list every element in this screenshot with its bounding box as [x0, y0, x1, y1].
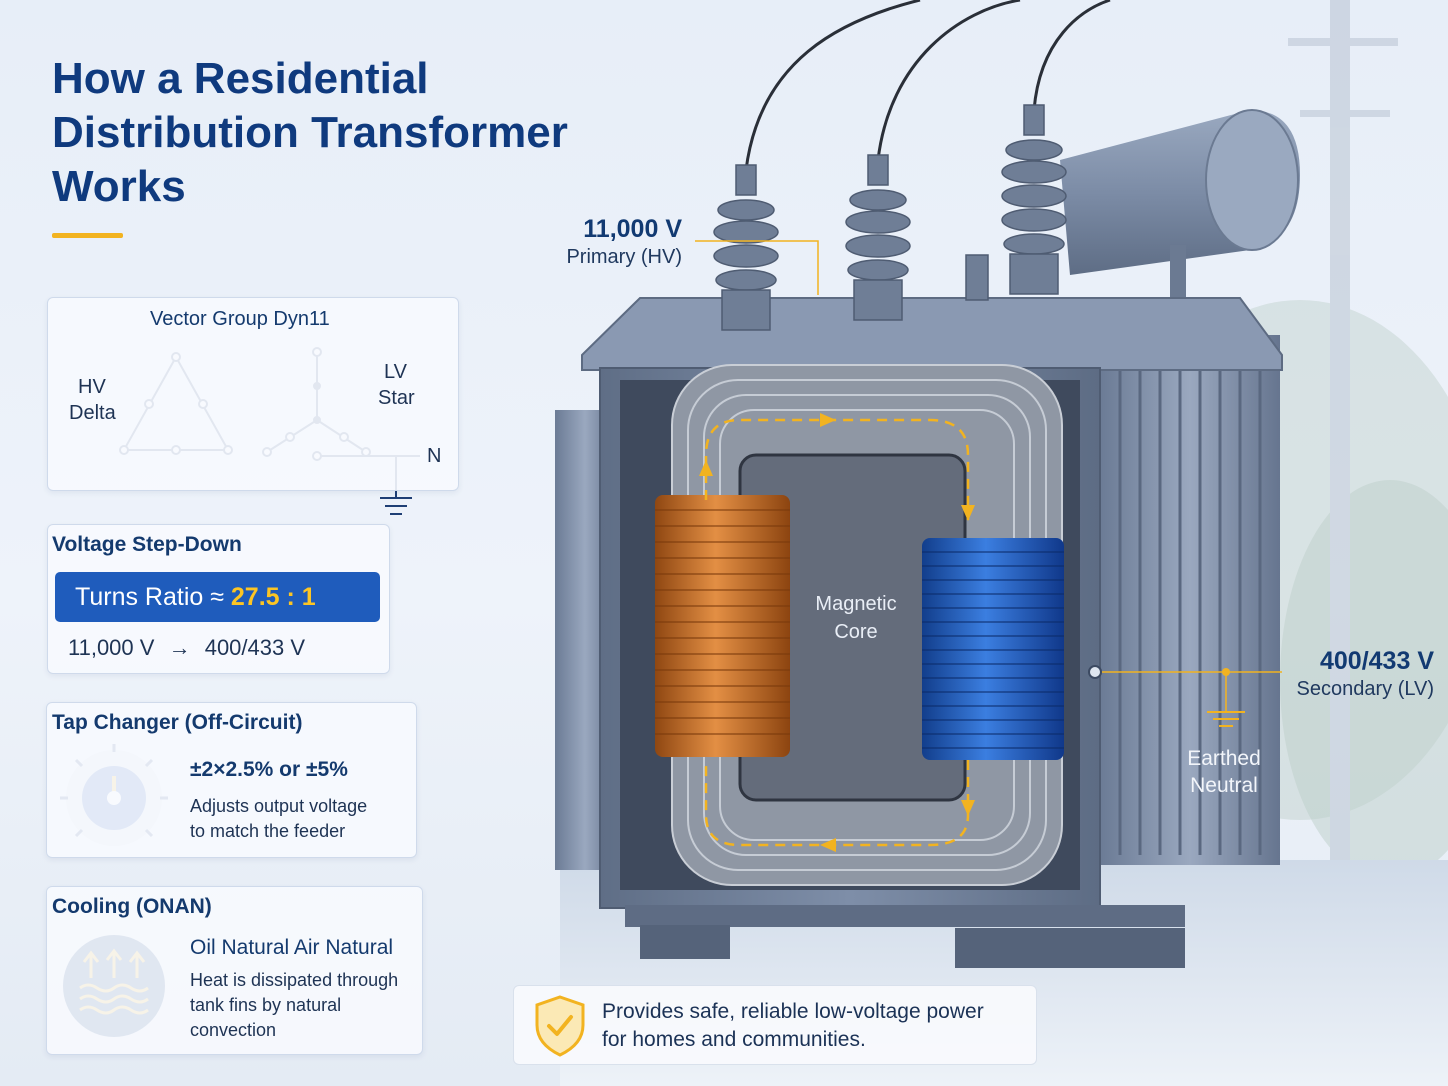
primary-winding: [655, 495, 790, 757]
turns-ratio-label: Turns Ratio ≈: [75, 583, 224, 611]
tap-desc-line2: to match the feeder: [190, 821, 346, 841]
benefit-banner: Provides safe, reliable low-voltage powe…: [513, 985, 1037, 1065]
banner-text: Provides safe, reliable low-voltage powe…: [602, 998, 984, 1054]
primary-voltage: 11,000 V: [583, 215, 682, 243]
hv-cables: [744, 0, 1111, 171]
turns-ratio-value: 27.5 : 1: [230, 583, 316, 611]
earth-label-line2: Neutral: [1190, 774, 1258, 797]
secondary-callout: 400/433 V Secondary (LV): [1286, 646, 1434, 702]
cooling-desc-line3: convection: [190, 1020, 277, 1040]
banner-line2: for homes and communities.: [602, 1028, 866, 1051]
tap-desc-line1: Adjusts output voltage: [190, 796, 368, 816]
cooling-desc-line2: tank fins by natural: [190, 995, 342, 1015]
hv-leader-line: [695, 240, 819, 295]
core-label-line1: Magnetic: [815, 593, 897, 615]
lv-leader-line: [1088, 665, 1282, 727]
secondary-label: Secondary (LV): [1296, 678, 1434, 700]
hv-bushings: [713, 104, 1067, 331]
cooling-title: Cooling (ONAN): [52, 895, 212, 918]
tap-changer-card: [46, 702, 417, 858]
shield-check-icon: [535, 995, 585, 1057]
earth-label-line1: Earthed: [1187, 747, 1261, 770]
lv-label-line1: LV: [384, 361, 407, 383]
step-down-title: Voltage Step-Down: [52, 533, 242, 556]
cooling-subtitle: Oil Natural Air Natural: [190, 936, 394, 959]
vector-group-card: [47, 297, 459, 491]
cooling-desc-line1: Heat is dissipated through: [190, 970, 399, 990]
conversion-to: 400/433 V: [204, 635, 306, 660]
hv-label-line2: Delta: [69, 402, 116, 424]
vector-group-title: Vector Group Dyn11: [150, 308, 330, 330]
voltage-conversion: 11,000 V → 400/433 V: [68, 635, 305, 660]
hv-label-line1: HV: [78, 376, 106, 398]
tap-range: ±2×2.5% or ±5%: [190, 758, 348, 781]
earthed-neutral-label: Earthed Neutral: [1168, 745, 1280, 799]
primary-callout: 11,000 V Primary (HV): [540, 214, 682, 270]
secondary-voltage: 400/433 V: [1320, 647, 1434, 675]
flux-arrowheads: [699, 413, 975, 852]
tap-changer-title: Tap Changer (Off-Circuit): [52, 711, 303, 734]
cooling-card: [46, 886, 423, 1055]
magnetic-core-label: Magnetic Core: [795, 590, 917, 646]
turns-ratio-pill: Turns Ratio ≈ 27.5 : 1: [55, 572, 380, 622]
primary-label: Primary (HV): [566, 246, 682, 268]
conversion-from: 11,000 V: [68, 635, 155, 660]
radiator-fins: [555, 335, 1280, 870]
lv-label-line2: Star: [378, 387, 415, 409]
conversion-arrow-icon: →: [168, 635, 191, 660]
core-label-line2: Core: [834, 621, 878, 643]
conservator-tank: [1060, 109, 1300, 315]
page-title: How a Residential Distribution Transform…: [52, 54, 568, 211]
secondary-winding: [922, 538, 1064, 760]
banner-line1: Provides safe, reliable low-voltage powe…: [602, 1000, 984, 1023]
title-underline: [52, 233, 123, 238]
neutral-label: N: [427, 445, 442, 467]
